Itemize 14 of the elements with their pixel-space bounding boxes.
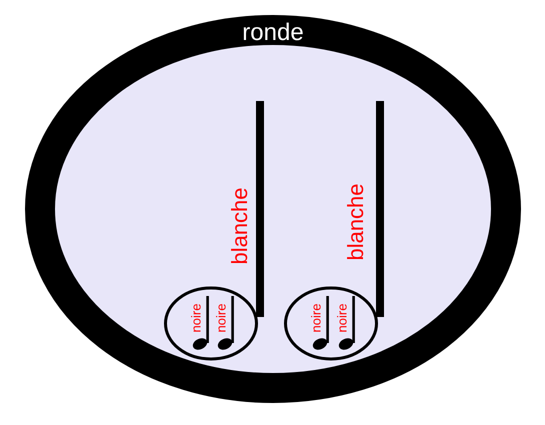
note-label: noire — [310, 304, 322, 332]
quarter-note-symbol — [334, 295, 356, 351]
note-label: noire — [190, 304, 202, 332]
quarter-note-symbol — [188, 295, 210, 351]
quarter-note-symbol — [213, 295, 235, 351]
note-label: blanche — [345, 183, 367, 261]
note-label: blanche — [229, 187, 251, 265]
note-label: ronde — [242, 21, 304, 45]
note-label: noire — [214, 304, 228, 332]
whole-note-ellipse — [25, 15, 521, 403]
half-note-symbol — [164, 100, 266, 361]
quarter-note-symbol — [308, 295, 330, 351]
note-label: noire — [336, 304, 348, 332]
half-note-symbol — [284, 100, 386, 361]
